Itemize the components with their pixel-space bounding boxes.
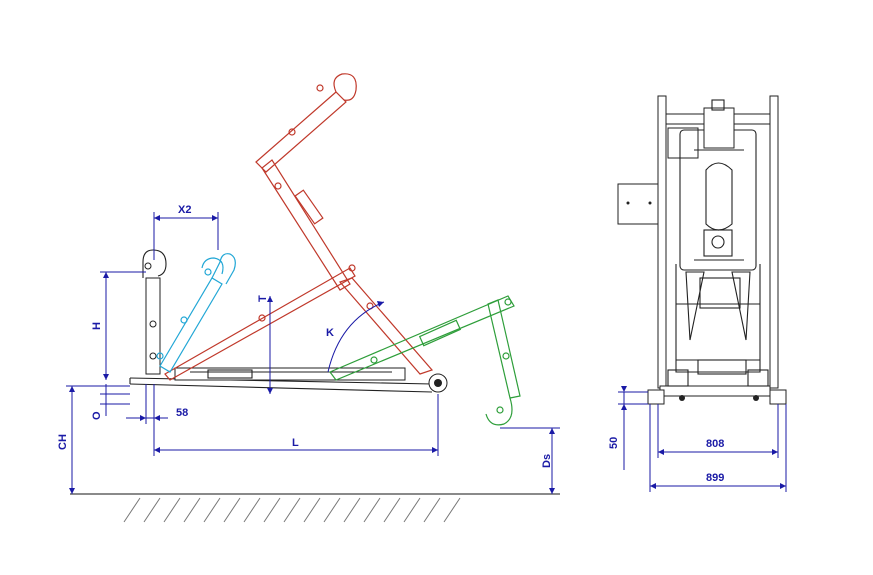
rear-roller-hub <box>434 379 442 387</box>
dim-label-l: L <box>292 437 299 449</box>
dim-label-h: H <box>91 322 103 330</box>
dim-label-t: T <box>257 295 269 302</box>
bottom-beam <box>659 385 771 397</box>
dim-label-k: K <box>326 327 334 339</box>
dim-label-o: O <box>91 411 103 420</box>
dim-label-ch: CH <box>57 434 69 450</box>
left-post <box>657 95 667 389</box>
dim-label-58: 58 <box>176 407 188 419</box>
side-base-frame <box>129 249 448 393</box>
ground-hatching <box>123 497 461 523</box>
arm-tipped-green <box>329 295 521 426</box>
arm-raised-red <box>164 73 434 381</box>
right-roller <box>769 389 787 405</box>
hook-black <box>142 249 167 278</box>
dim-label-899: 899 <box>706 472 724 484</box>
dim-label-ds: Ds <box>541 454 553 468</box>
rear-view-frame <box>617 95 787 405</box>
top-hook-block <box>703 107 735 149</box>
dim-label-x2: X2 <box>178 204 191 216</box>
logo-plate <box>207 369 253 379</box>
dim-label-808: 808 <box>706 438 724 450</box>
right-post <box>769 95 779 389</box>
arm-mid-cyan <box>156 253 236 373</box>
rear-dimensions: 50 808 899 <box>608 386 787 492</box>
side-plate <box>617 183 659 225</box>
ground <box>70 493 560 523</box>
dim-label-50: 50 <box>608 437 620 449</box>
left-roller <box>647 389 665 405</box>
side-dimensions: X2 H T K O 58 L <box>57 204 560 494</box>
